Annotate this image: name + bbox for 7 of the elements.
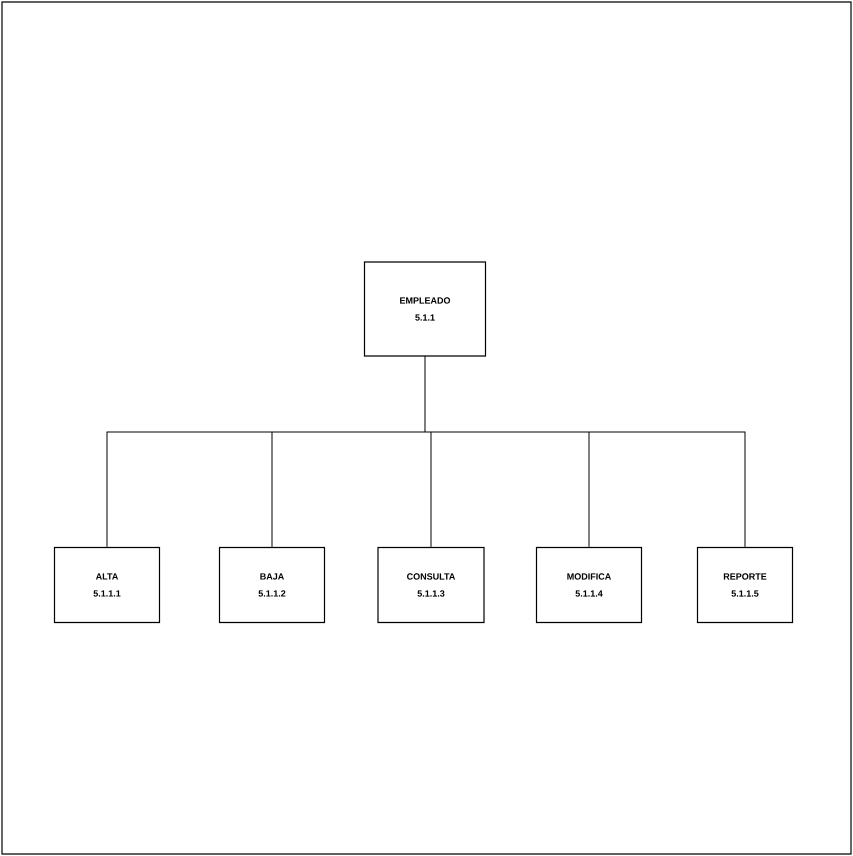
process-box: MODIFICA 5.1.1.4 bbox=[536, 546, 642, 624]
process-box: BAJA 5.1.1.2 bbox=[218, 546, 326, 624]
process-box: REPORTE 5.1.1.5 bbox=[696, 546, 794, 624]
connector-line bbox=[424, 356, 746, 548]
process-box: CONSULTA 5.1.1.3 bbox=[377, 546, 485, 624]
process-box: ALTA 5.1.1.1 bbox=[54, 546, 160, 624]
process-box: EMPLEADO 5.1.1 bbox=[364, 261, 486, 357]
